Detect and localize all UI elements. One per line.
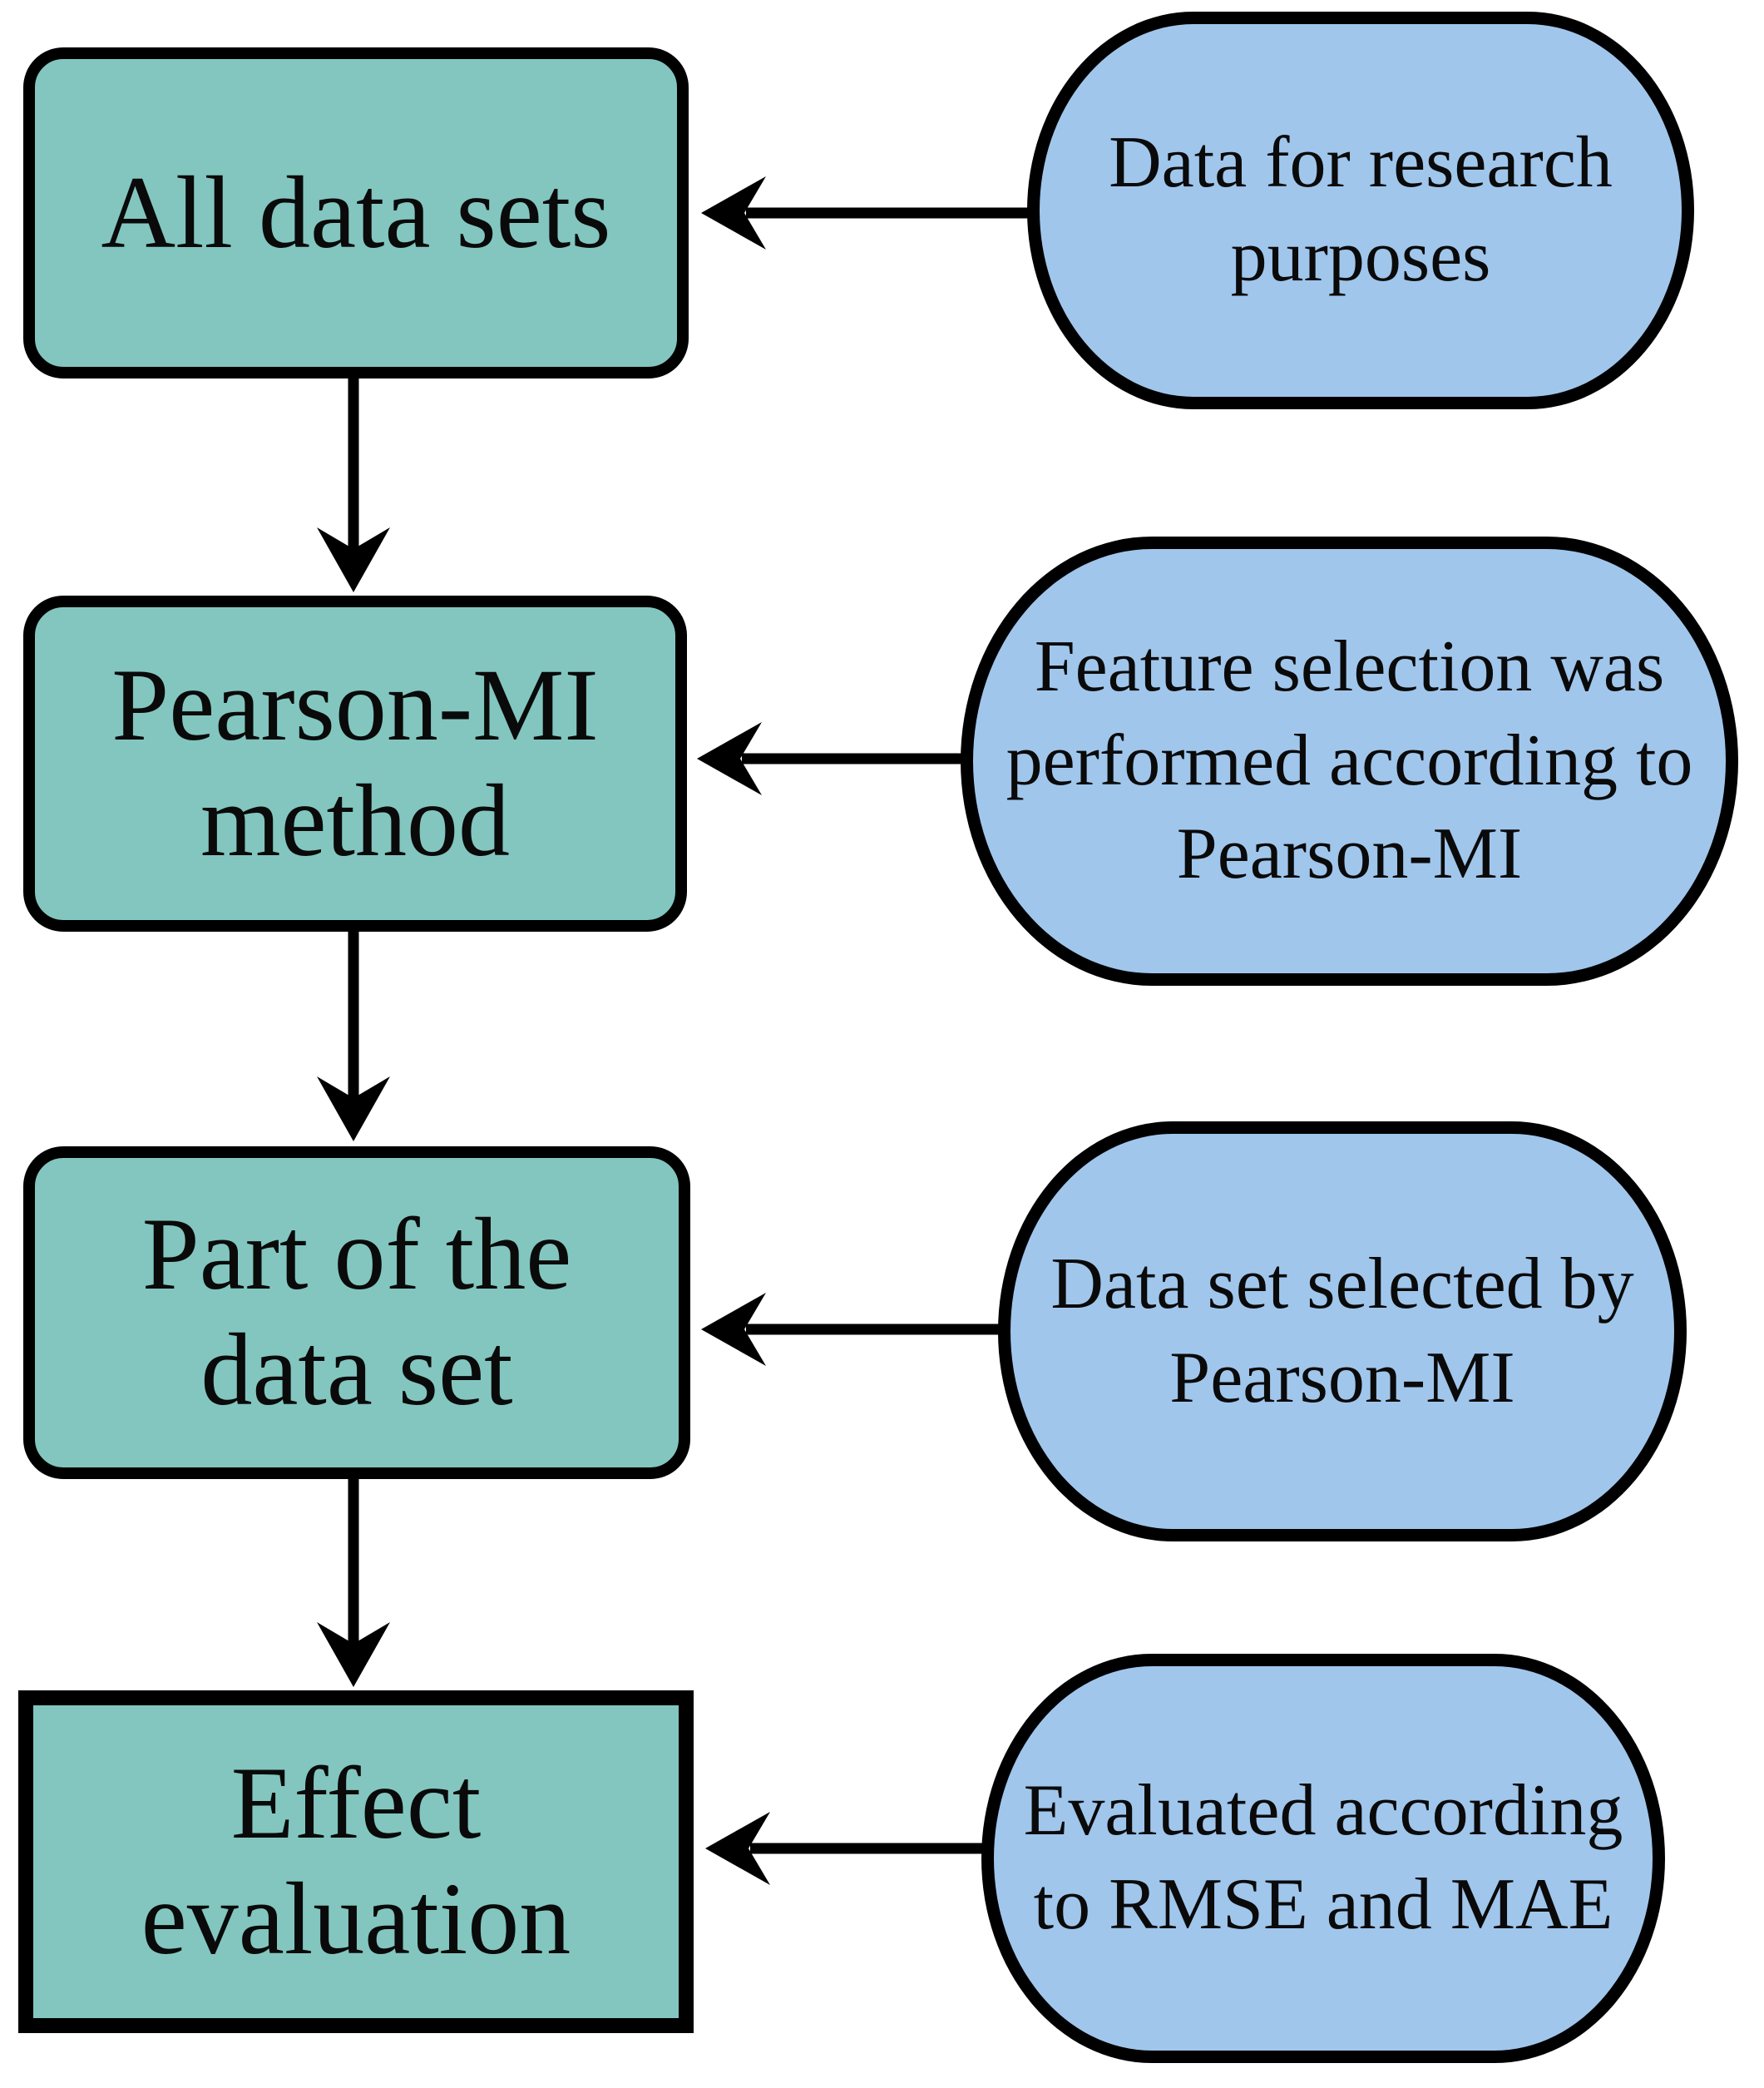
arrow-left-4 [705, 1812, 987, 1885]
flow-box-part-of-data-set: Part of the data set [23, 1146, 690, 1479]
arrow-down-2 [317, 928, 390, 1141]
note-bubble-label: Evaluated according to RMSE and MAE [1023, 1770, 1623, 1945]
flow-box-label: All data sets [101, 155, 611, 270]
note-bubble-evaluated-rmse-mae: Evaluated according to RMSE and MAE [981, 1654, 1665, 2063]
flow-box-all-data-sets: All data sets [23, 47, 689, 379]
arrow-left-2 [697, 722, 966, 795]
note-bubble-label: Feature selection was performed accordin… [1006, 626, 1693, 895]
flow-box-pearson-mi-method: Pearson-MI method [23, 596, 687, 932]
flow-box-effect-evaluation: Effect evaluation [18, 1690, 694, 2033]
note-bubble-feature-selection: Feature selection was performed accordin… [961, 537, 1738, 986]
arrow-down-3 [317, 1476, 390, 1687]
note-bubble-label: Data for research purposes [1109, 122, 1613, 297]
note-bubble-data-for-research: Data for research purposes [1027, 12, 1694, 409]
arrow-left-3 [701, 1293, 1004, 1366]
arrow-left-1 [701, 176, 1033, 250]
flow-box-label: Part of the data set [141, 1197, 572, 1427]
flow-box-label: Effect evaluation [141, 1746, 571, 1976]
flow-box-label: Pearson-MI method [111, 648, 599, 878]
arrow-down-1 [317, 374, 390, 592]
note-bubble-label: Data set selected by Pearson-MI [1050, 1243, 1634, 1418]
note-bubble-data-set-selected: Data set selected by Pearson-MI [998, 1121, 1687, 1541]
